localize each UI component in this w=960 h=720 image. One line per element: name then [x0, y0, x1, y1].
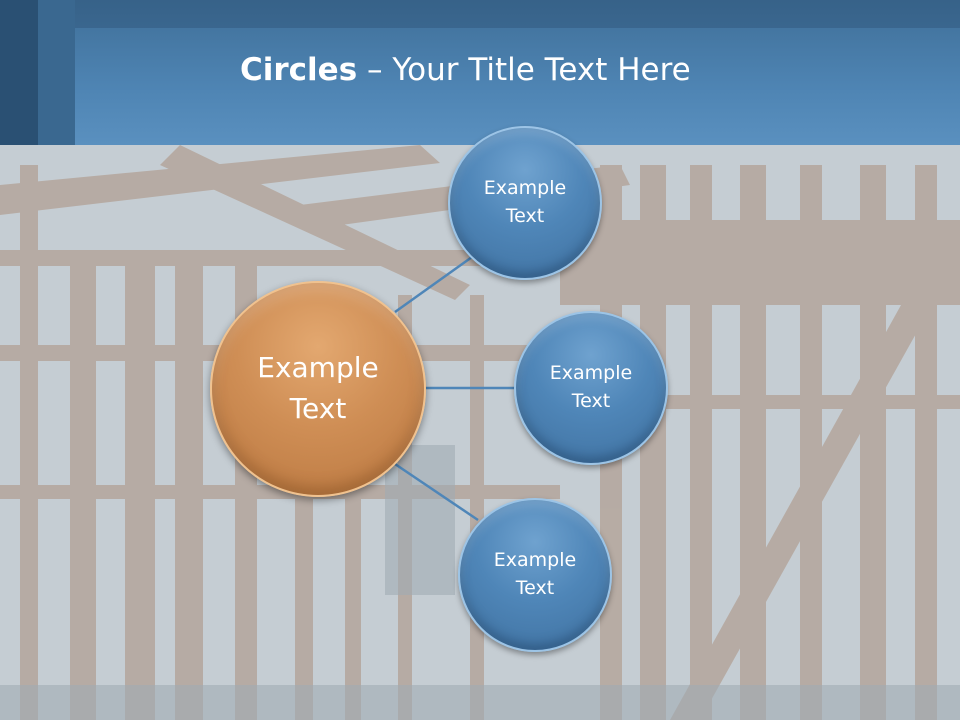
header-band: [0, 0, 960, 145]
center-circle-label: Example Text: [257, 351, 379, 425]
node-circle-middle[interactable]: Example Text: [514, 311, 668, 465]
header-top-shade: [0, 0, 960, 28]
center-circle[interactable]: Example Text: [210, 281, 426, 497]
title-bold: Circles: [240, 52, 358, 88]
title-rest: – Your Title Text Here: [357, 52, 691, 88]
header-accent-strip: [0, 0, 38, 145]
slide-title[interactable]: Circles – Your Title Text Here: [240, 52, 920, 102]
header-accent-strip: [38, 0, 75, 145]
node-circle-label: Example Text: [483, 177, 567, 227]
node-circle-top[interactable]: Example Text: [448, 126, 602, 280]
connector-line: [394, 462, 479, 522]
connector-line: [394, 255, 473, 314]
node-circle-bottom[interactable]: Example Text: [458, 498, 612, 652]
node-circle-label: Example Text: [493, 549, 577, 599]
node-circle-label: Example Text: [549, 362, 633, 412]
